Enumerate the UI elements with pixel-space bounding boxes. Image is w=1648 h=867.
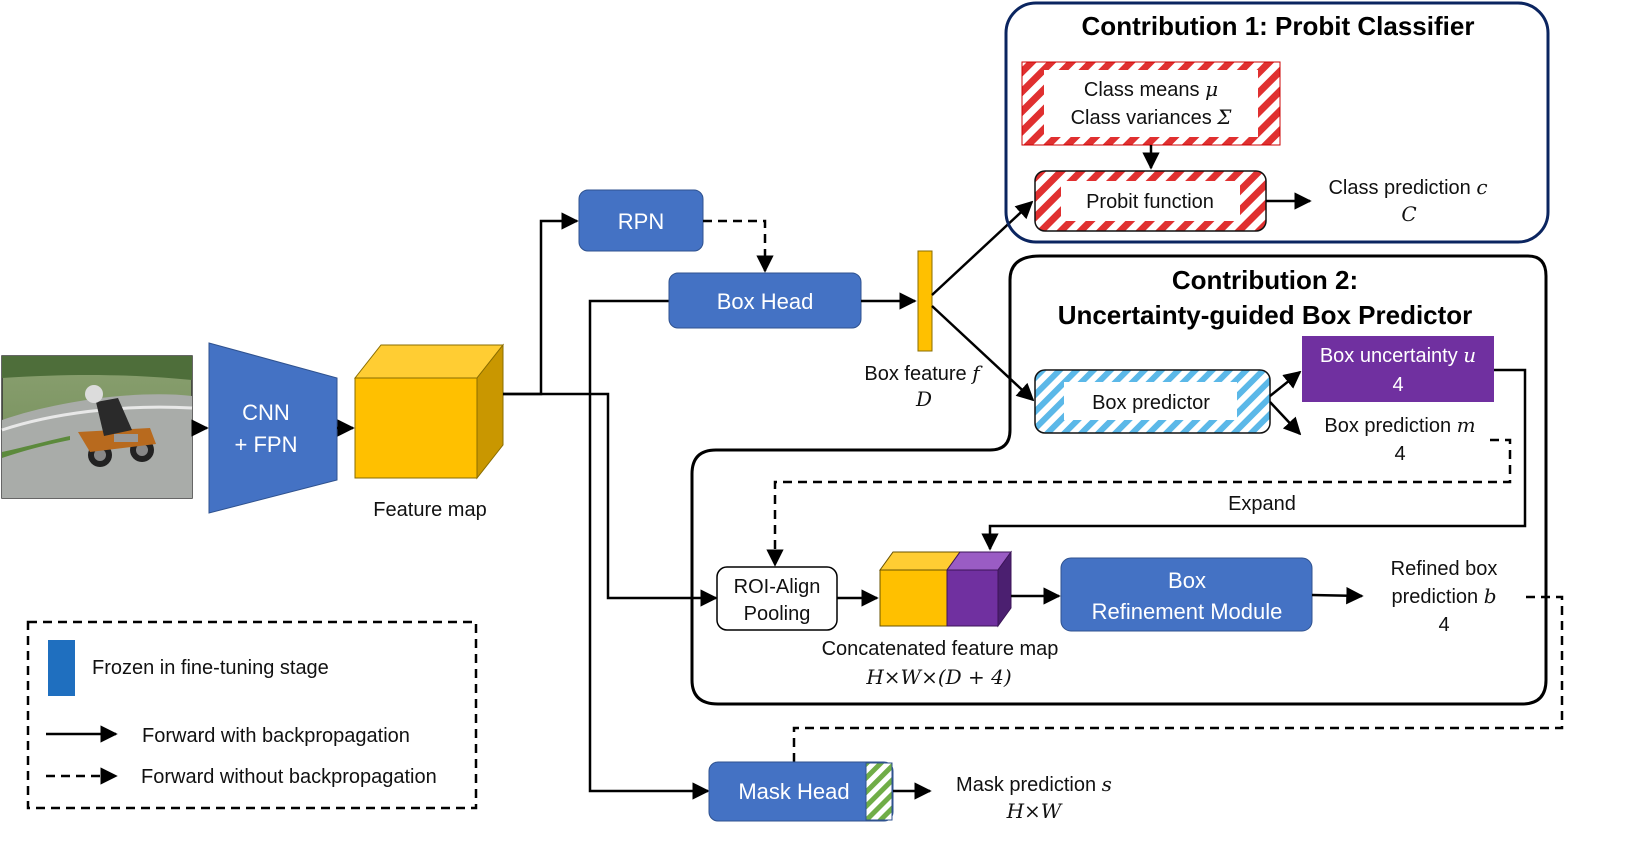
feature-map-cube [353, 343, 505, 480]
concat-label: Concatenated feature map [822, 638, 1059, 660]
arrow-feature-to-boxpredictor [931, 305, 1035, 402]
box-predictor-label: Box predictor [1092, 392, 1210, 414]
roi-align-label-2: Pooling [744, 603, 811, 625]
probit-function-label: Probit function [1086, 191, 1214, 213]
box-uncertainty-dim: 4 [1392, 374, 1403, 396]
arrow-feature-to-probit [931, 200, 1034, 296]
mask-pred-dim: H×W [1006, 799, 1063, 823]
arrow-predictor-to-uncertainty [1269, 370, 1302, 397]
concatenated-feature-cube [879, 550, 1012, 628]
cnn-label: CNN [242, 400, 290, 425]
contribution1-title: Contribution 1: Probit Classifier [1082, 11, 1475, 41]
legend: Frozen in fine-tuning stage Forward with… [26, 620, 478, 810]
class-means-label: Class means μ [1084, 77, 1218, 101]
class-variances-label: Class variances Σ [1071, 105, 1233, 129]
feature-map-label: Feature map [373, 499, 486, 521]
contribution1-panel: Contribution 1: Probit Classifier Class … [1004, 1, 1550, 244]
motorcyclist-photo [78, 385, 156, 467]
box-refinement-label-1: Box [1168, 568, 1206, 593]
feature-branches [503, 212, 718, 800]
arrow-uncertainty-to-concat [981, 368, 1527, 551]
mask-pred-label: Mask prediction s [956, 772, 1112, 796]
arrow-refine-to-output [1311, 586, 1364, 605]
arrow-refined-to-maskhead [785, 595, 1564, 789]
box-feature-bar [917, 250, 933, 352]
rpn-block: RPN [578, 189, 704, 252]
box-refinement-label-2: Refinement Module [1092, 599, 1283, 624]
box-feature-label: Box feature f [864, 361, 983, 385]
cnn-fpn-block: CNN + FPN [208, 342, 338, 514]
box-prediction-dim: 4 [1394, 443, 1405, 465]
refined-pred-dim: 4 [1438, 614, 1449, 636]
contribution2-title-line2: Uncertainty-guided Box Predictor [1058, 300, 1473, 330]
class-prediction-label: Class prediction c [1328, 175, 1487, 199]
box-head-block: Box Head [668, 272, 862, 329]
legend-forward-nobp-label: Forward without backpropagation [141, 766, 437, 788]
legend-frozen-label: Frozen in fine-tuning stage [92, 657, 329, 679]
box-feature-dim: D [915, 387, 932, 411]
fpn-label: + FPN [235, 432, 298, 457]
arrow-prediction-to-roi [766, 438, 1512, 567]
box-uncertainty-label: Box uncertainty u [1320, 343, 1476, 367]
arrow-predictor-to-prediction [1269, 401, 1302, 436]
refined-pred-label-1: Refined box [1391, 558, 1498, 580]
legend-frozen-swatch [48, 640, 75, 696]
input-image [1, 355, 193, 499]
box-head-label: Box Head [717, 289, 814, 314]
legend-forward-bp-label: Forward with backpropagation [142, 725, 410, 747]
mask-head-label: Mask Head [738, 779, 849, 804]
arrow-rpn-to-boxhead [703, 219, 774, 273]
rpn-label: RPN [618, 209, 664, 234]
class-prediction-dim: C [1401, 202, 1416, 226]
box-refinement-block [1060, 557, 1313, 632]
roi-align-label-1: ROI-Align [734, 576, 821, 598]
contribution2-panel: Contribution 2: Uncertainty-guided Box P… [690, 254, 1548, 706]
box-uncertainty-box [1302, 336, 1494, 402]
refined-pred-label-2: prediction b [1391, 584, 1496, 608]
concat-dim: H×W×(D + 4) [865, 665, 1011, 689]
expand-label: Expand [1228, 493, 1296, 515]
box-prediction-label: Box prediction m [1324, 413, 1475, 437]
contribution2-title-line1: Contribution 2: [1172, 265, 1358, 295]
mask-head-block: Mask Head [708, 761, 894, 822]
